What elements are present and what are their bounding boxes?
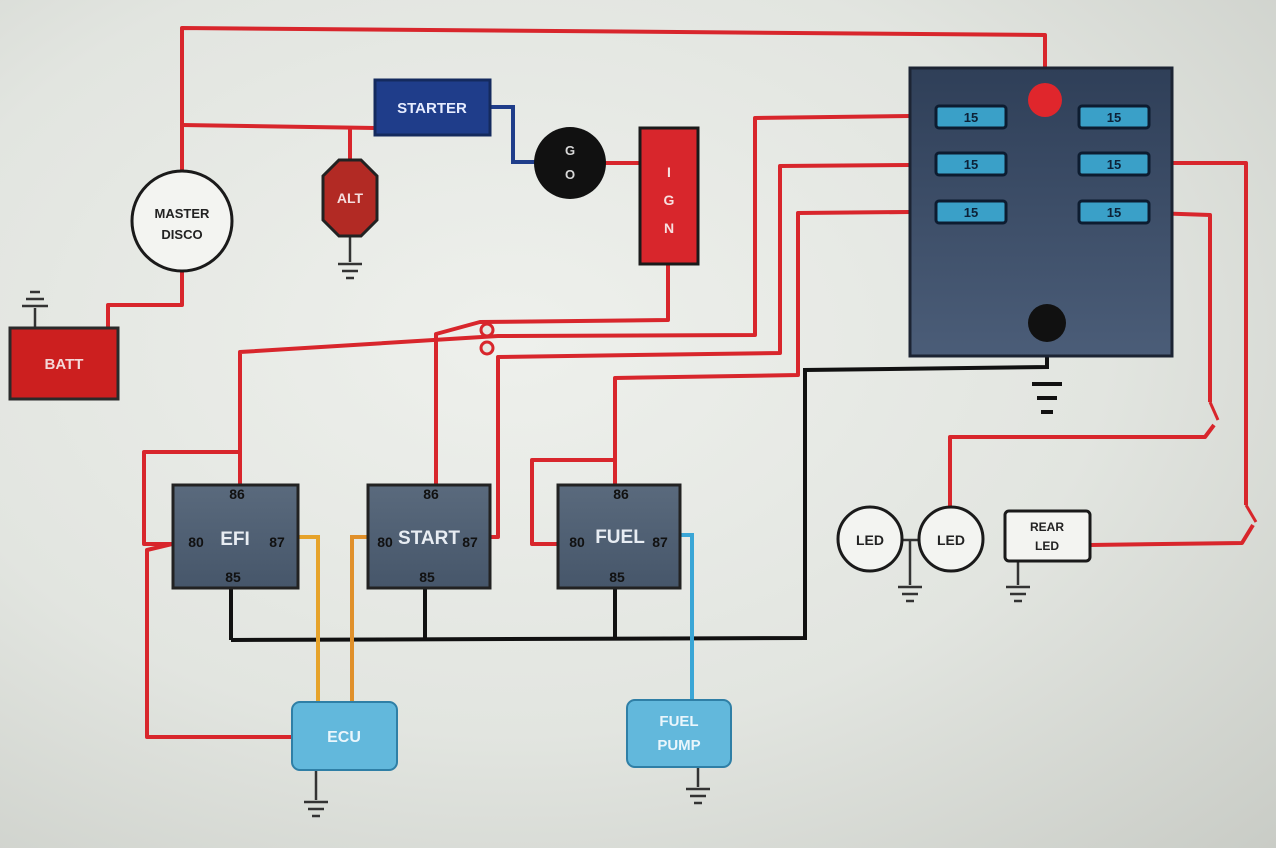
relay-start: 86 80 START 87 85 [366,483,492,590]
relay-fuel-85: 85 [609,569,625,585]
wire-fuse1-efi [238,114,911,485]
rear-led: REAR LED [1003,509,1092,563]
starter-label: STARTER [397,100,467,117]
wire-crossovers [479,322,495,356]
relay-efi-80: 80 [188,534,204,550]
ign-switch: I G N [638,126,700,266]
wire-ecu-power [145,542,292,739]
fuse-3-label: 15 [964,205,978,220]
ground-icon-led [898,538,922,603]
alt-label: ALT [337,190,364,206]
wire-led-switch [948,423,1216,508]
fuel-pump-label-line2: PUMP [657,737,700,754]
alternator: ALT [321,158,379,238]
wire-fuse2-start [488,163,911,539]
relay-fuel-80: 80 [569,534,585,550]
fuse-2-label: 15 [964,157,978,172]
relay-start-87: 87 [462,534,478,550]
ground-icon-alt [338,236,362,280]
ign-label-n: N [664,220,674,236]
led-left-label: LED [856,532,884,548]
relay-fuel-86: 86 [613,486,629,502]
wire-fuel-pump [680,533,694,700]
wire-efi-ecu [298,535,320,702]
wire-batt-master [106,272,184,328]
wire-start-ecu [350,535,368,702]
master-disconnect: MASTER DISCO [130,169,234,273]
fuse-5-label: 15 [1107,157,1121,172]
relay-efi-85: 85 [225,569,241,585]
go-label-g: G [565,143,575,158]
wire-master-starter [181,123,376,130]
master-label-line1: MASTER [155,206,211,221]
ecu: ECU [291,701,398,771]
relay-start-name: START [398,528,460,549]
relay-start-80: 80 [377,534,393,550]
relay-efi-name: EFI [220,529,250,550]
wire-efi-80 [142,450,242,546]
ground-icon-ecu [304,770,328,818]
fuel-pump-label-line1: FUEL [659,713,698,730]
starter: STARTER [373,78,492,137]
relay-start-85: 85 [419,569,435,585]
ecu-label: ECU [327,729,361,746]
fuse-box: 15 15 15 15 15 15 [908,66,1174,358]
fusebox-power-terminal [1028,83,1062,117]
led-right-label: LED [937,532,965,548]
ground-icon-batt [22,290,48,328]
battery: BATT [8,326,120,401]
fuel-pump: FUEL PUMP [626,699,732,768]
power-wires [106,26,1258,739]
wire-fuse-right-2 [1152,161,1248,505]
fuse-1-label: 15 [964,110,978,125]
relay-fuel: 86 80 FUEL 87 85 [556,483,682,590]
ground-icon-rear-led [1006,560,1030,603]
fusebox-ground-terminal [1028,304,1066,342]
led-left: LED [836,505,904,573]
ground-icon-fusebox [1032,382,1062,414]
relay-efi-86: 86 [229,486,245,502]
wire-main-bus [180,26,1047,170]
ground-icon-pump [686,767,710,805]
wire-ign-start [434,265,670,485]
rear-led-label-line1: REAR [1030,520,1064,534]
fuse-6-label: 15 [1107,205,1121,220]
ground-wires [229,345,1049,642]
switch-blade-led [1208,401,1220,421]
wire-rear-led [1089,523,1255,547]
relay-efi-87: 87 [269,534,285,550]
go-label-o: O [565,167,575,182]
ign-label-g: G [664,192,675,208]
master-label-line2: DISCO [161,227,202,242]
wire-fuel-80 [530,458,615,546]
switch-blade-rear [1244,504,1258,523]
relay-fuel-87: 87 [652,534,668,550]
wire-starter-go [488,105,537,164]
ground-symbols [22,236,1062,818]
relay-fuel-name: FUEL [595,527,645,548]
fuse-4-label: 15 [1107,110,1121,125]
ign-label-i: I [667,164,671,180]
led-right: LED [917,505,985,573]
fuse-slots: 15 15 15 15 15 15 [934,104,1151,225]
rear-led-label-line2: LED [1035,539,1059,553]
wire-fuse3-fuel [613,210,911,485]
battery-label: BATT [45,356,84,373]
go-button: G O [534,127,606,199]
relay-efi: 86 80 EFI 87 85 [171,483,300,590]
relay-start-86: 86 [423,486,439,502]
